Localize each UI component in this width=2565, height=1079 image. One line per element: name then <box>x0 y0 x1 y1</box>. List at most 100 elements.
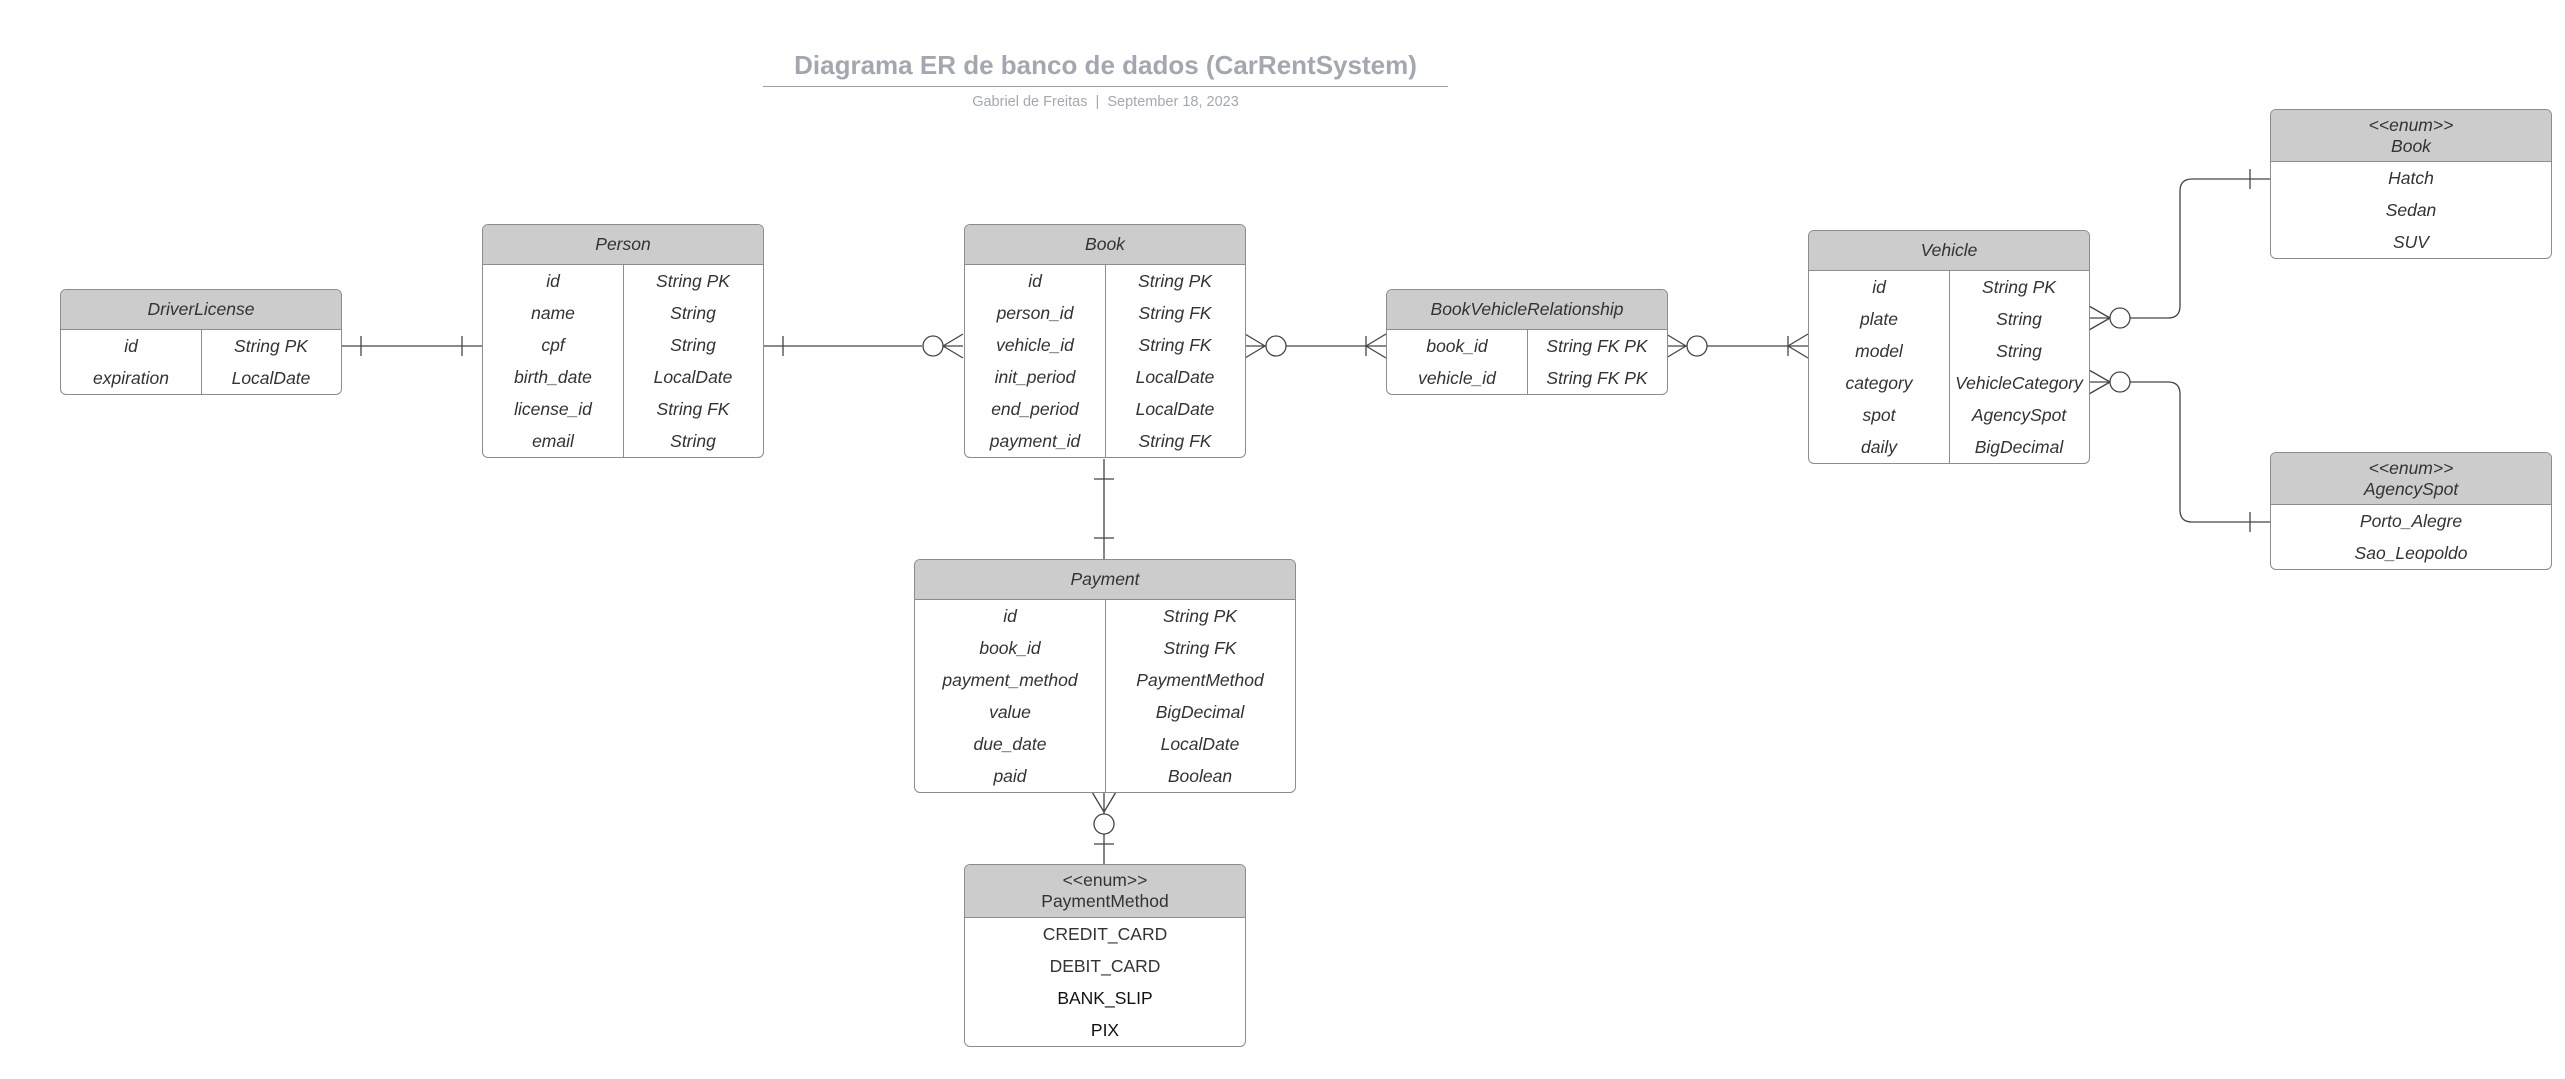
attribute-row: paid Boolean <box>915 760 1295 792</box>
attribute-name: payment_id <box>989 430 1081 451</box>
attribute-name: id <box>1872 276 1886 297</box>
attribute-type: AgencySpot <box>1971 404 2067 425</box>
enum-name: Book <box>2391 135 2431 156</box>
attribute-row: expiration LocalDate <box>61 362 341 394</box>
attribute-type: BigDecimal <box>1974 436 2064 457</box>
enum-book[interactable]: <<enum>> Book Hatch Sedan SUV <box>2270 109 2552 259</box>
entity-name: DriverLicense <box>147 299 255 319</box>
attribute-name: book_id <box>1426 335 1488 356</box>
enum-agency-spot[interactable]: <<enum>> AgencySpot Porto_Alegre Sao_Leo… <box>2270 452 2552 570</box>
attribute-type: LocalDate <box>653 366 733 387</box>
connector-payment-paymentmethod <box>1091 791 1117 864</box>
attribute-name: id <box>124 335 138 356</box>
entity-name: Payment <box>1070 569 1140 589</box>
attribute-type: LocalDate <box>1135 366 1215 387</box>
attribute-row: value BigDecimal <box>915 696 1295 728</box>
diagram-header: Diagrama ER de banco de dados (CarRentSy… <box>763 50 1448 110</box>
connector-book-payment <box>1094 459 1114 559</box>
enum-value: PIX <box>1090 1019 1120 1040</box>
attribute-type: LocalDate <box>231 367 311 388</box>
attribute-type: String PK <box>656 270 730 291</box>
connector-bookvehicle-vehicle <box>1665 333 1809 359</box>
attribute-name: value <box>989 701 1031 722</box>
attribute-row: vehicle_id String FK PK <box>1387 362 1667 394</box>
attribute-name: cpf <box>541 334 565 355</box>
attribute-name: person_id <box>996 302 1074 323</box>
attribute-row: spot AgencySpot <box>1809 399 2089 431</box>
diagram-date: September 18, 2023 <box>1107 94 1239 110</box>
enum-value: Porto_Alegre <box>2359 510 2463 531</box>
attribute-name: category <box>1845 372 1913 393</box>
attribute-name: payment_method <box>942 669 1078 690</box>
attribute-type: BigDecimal <box>1155 701 1245 722</box>
attribute-name: spot <box>1862 404 1896 425</box>
attribute-type: String FK <box>656 398 730 419</box>
connector-book-bookvehicle <box>1244 333 1387 359</box>
connector-person-book <box>763 333 964 359</box>
enum-payment-method[interactable]: <<enum>> PaymentMethod CREDIT_CARD DEBIT… <box>964 864 1246 1047</box>
connector-vehicle-enum-book <box>2088 169 2270 331</box>
attribute-type: VehicleCategory <box>1955 372 2083 393</box>
enum-value: SUV <box>2393 231 2429 252</box>
connector-vehicle-enum-agencyspot <box>2088 369 2270 532</box>
attribute-type: String FK <box>1138 302 1212 323</box>
attribute-name: id <box>546 270 560 291</box>
attribute-type: LocalDate <box>1135 398 1215 419</box>
attribute-type: PaymentMethod <box>1136 669 1264 690</box>
enum-header: <<enum>> AgencySpot <box>2271 453 2551 505</box>
enum-name: PaymentMethod <box>1041 891 1169 911</box>
enum-value: Sao_Leopoldo <box>2354 542 2468 563</box>
attribute-row: id String PK <box>61 330 341 362</box>
attribute-type: String PK <box>1163 605 1237 626</box>
entity-header: Book <box>965 225 1245 265</box>
attribute-type: String <box>1996 308 2042 329</box>
entity-header: DriverLicense <box>61 290 341 330</box>
enum-value: DEBIT_CARD <box>1049 955 1161 976</box>
attribute-row: payment_method PaymentMethod <box>915 664 1295 696</box>
attribute-type: String FK <box>1138 430 1212 451</box>
attribute-name: vehicle_id <box>1418 367 1496 388</box>
subtitle-separator: | <box>1095 94 1100 110</box>
enum-value: CREDIT_CARD <box>1042 923 1168 944</box>
attribute-row: birth_date LocalDate <box>483 361 763 393</box>
attribute-type: String PK <box>234 335 308 356</box>
entity-header: Vehicle <box>1809 231 2089 271</box>
entity-name: Vehicle <box>1920 240 1978 260</box>
attribute-type: String <box>670 430 716 451</box>
attribute-type: String FK <box>1163 637 1237 658</box>
attribute-name: paid <box>993 765 1027 786</box>
attribute-type: String <box>670 302 716 323</box>
attribute-name: vehicle_id <box>996 334 1074 355</box>
enum-value: Hatch <box>2388 167 2434 188</box>
entity-driver-license[interactable]: DriverLicense id String PK expiration Lo… <box>60 289 342 395</box>
attribute-name: birth_date <box>514 366 592 387</box>
author-name: Gabriel de Freitas <box>972 94 1088 110</box>
connector-driverlicense-person <box>341 336 482 356</box>
attribute-name: expiration <box>93 367 169 388</box>
enum-header: <<enum>> PaymentMethod <box>965 865 1245 918</box>
attribute-name: email <box>532 430 574 451</box>
attribute-name: model <box>1855 340 1903 361</box>
attribute-type: Boolean <box>1167 765 1233 786</box>
attribute-name: book_id <box>979 637 1041 658</box>
entity-name: BookVehicleRelationship <box>1430 299 1624 319</box>
entity-name: Person <box>595 234 651 254</box>
attribute-type: String FK PK <box>1546 367 1648 388</box>
